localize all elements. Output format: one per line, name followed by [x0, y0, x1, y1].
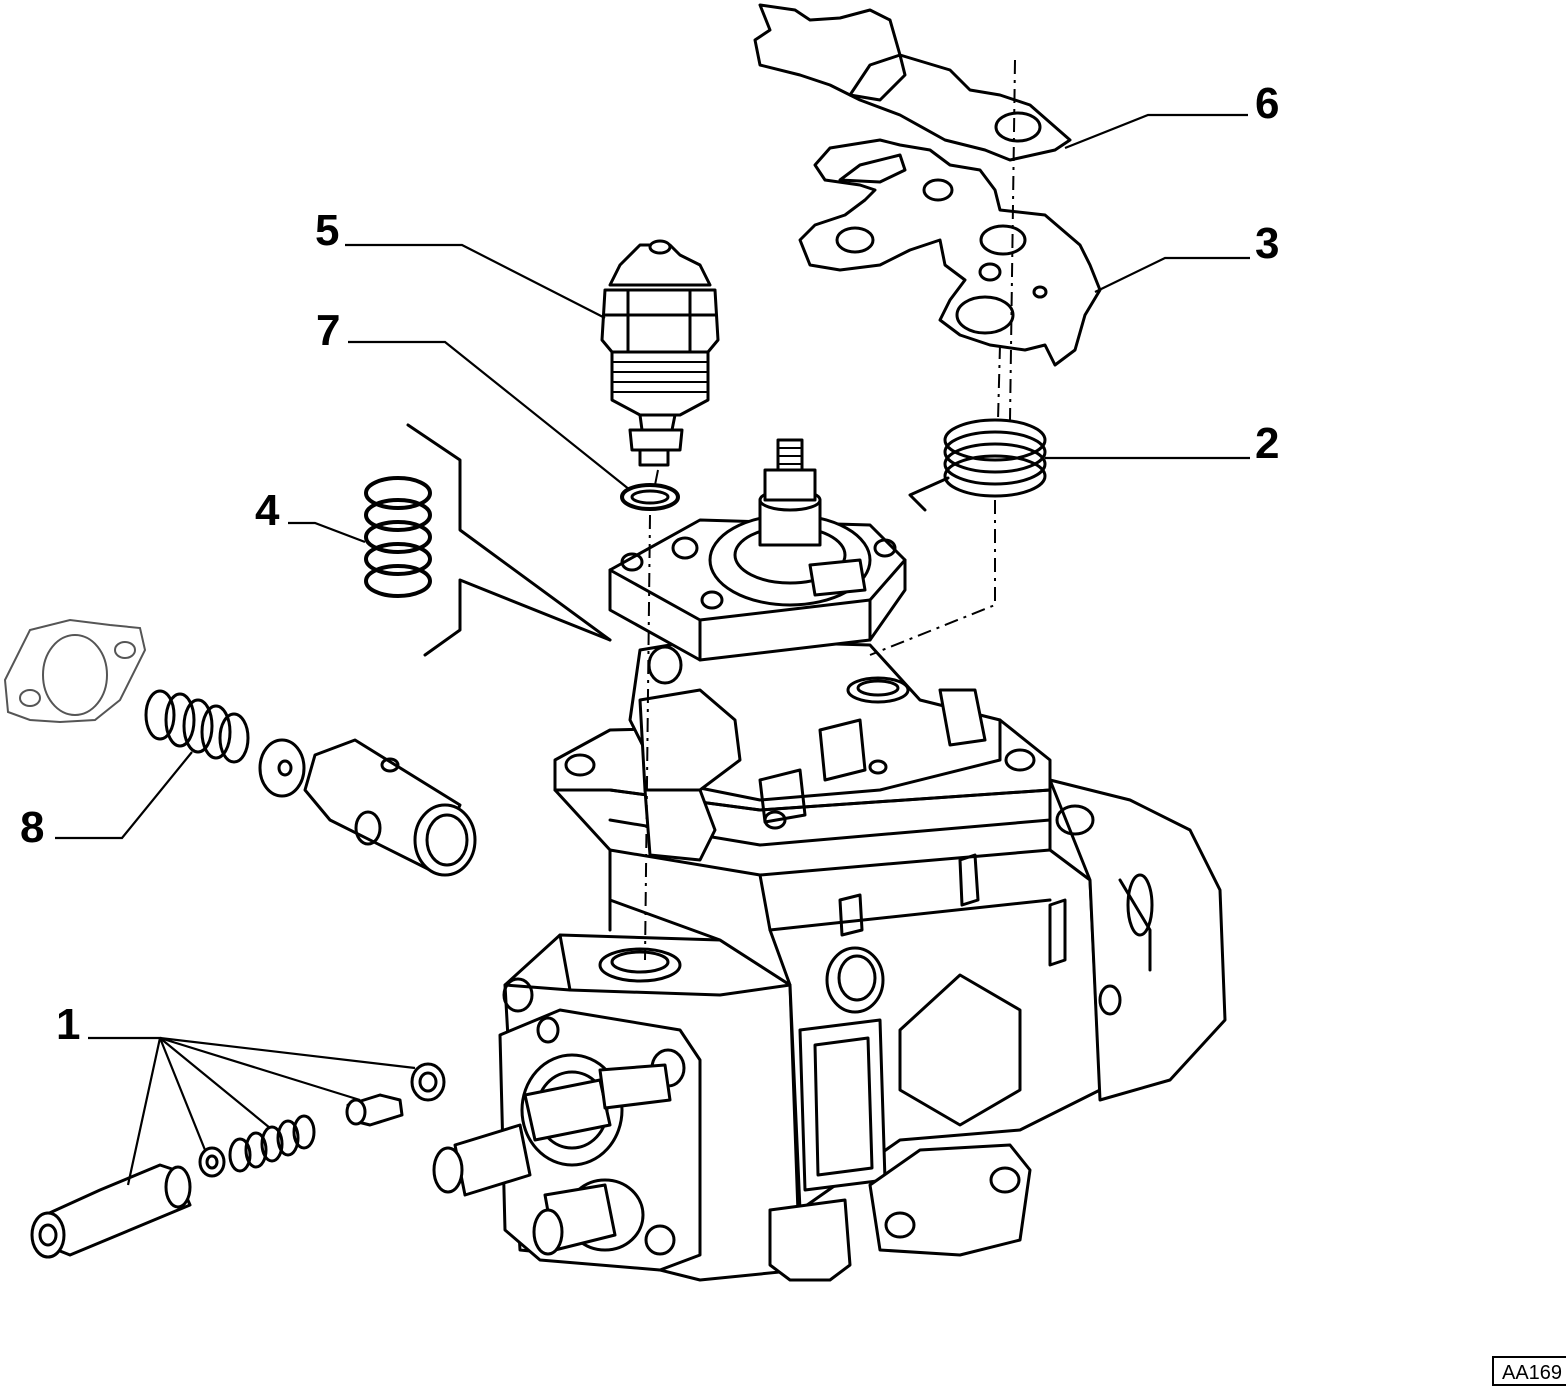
assembly-axis-lines — [644, 59, 1016, 961]
callout-8: 8 — [20, 803, 44, 852]
part-5-solenoid — [600, 239, 720, 467]
assembly-bracket — [406, 423, 612, 657]
part-4-coil-spring — [364, 476, 432, 598]
callout-7: 7 — [316, 306, 340, 355]
callout-1: 1 — [56, 1000, 80, 1049]
callout-5: 5 — [315, 206, 339, 255]
part-3-lever-plate — [798, 138, 1102, 367]
figure-reference-code: AA169 — [1492, 1356, 1566, 1386]
callout-6: 6 — [1255, 79, 1279, 128]
part-2-torsion-spring — [908, 418, 1047, 512]
gasket-plate — [3, 618, 147, 724]
callout-3: 3 — [1255, 219, 1279, 268]
part-6-plate — [753, 3, 1072, 162]
part-1-valve-kit — [30, 1062, 446, 1259]
callout-4: 4 — [255, 486, 280, 535]
injection-pump-body — [432, 438, 1227, 1282]
callout-2: 2 — [1255, 419, 1279, 468]
part-8-spring-assembly — [144, 689, 477, 877]
part-7-oring — [620, 483, 680, 511]
callout-leaders — [55, 113, 1250, 1186]
